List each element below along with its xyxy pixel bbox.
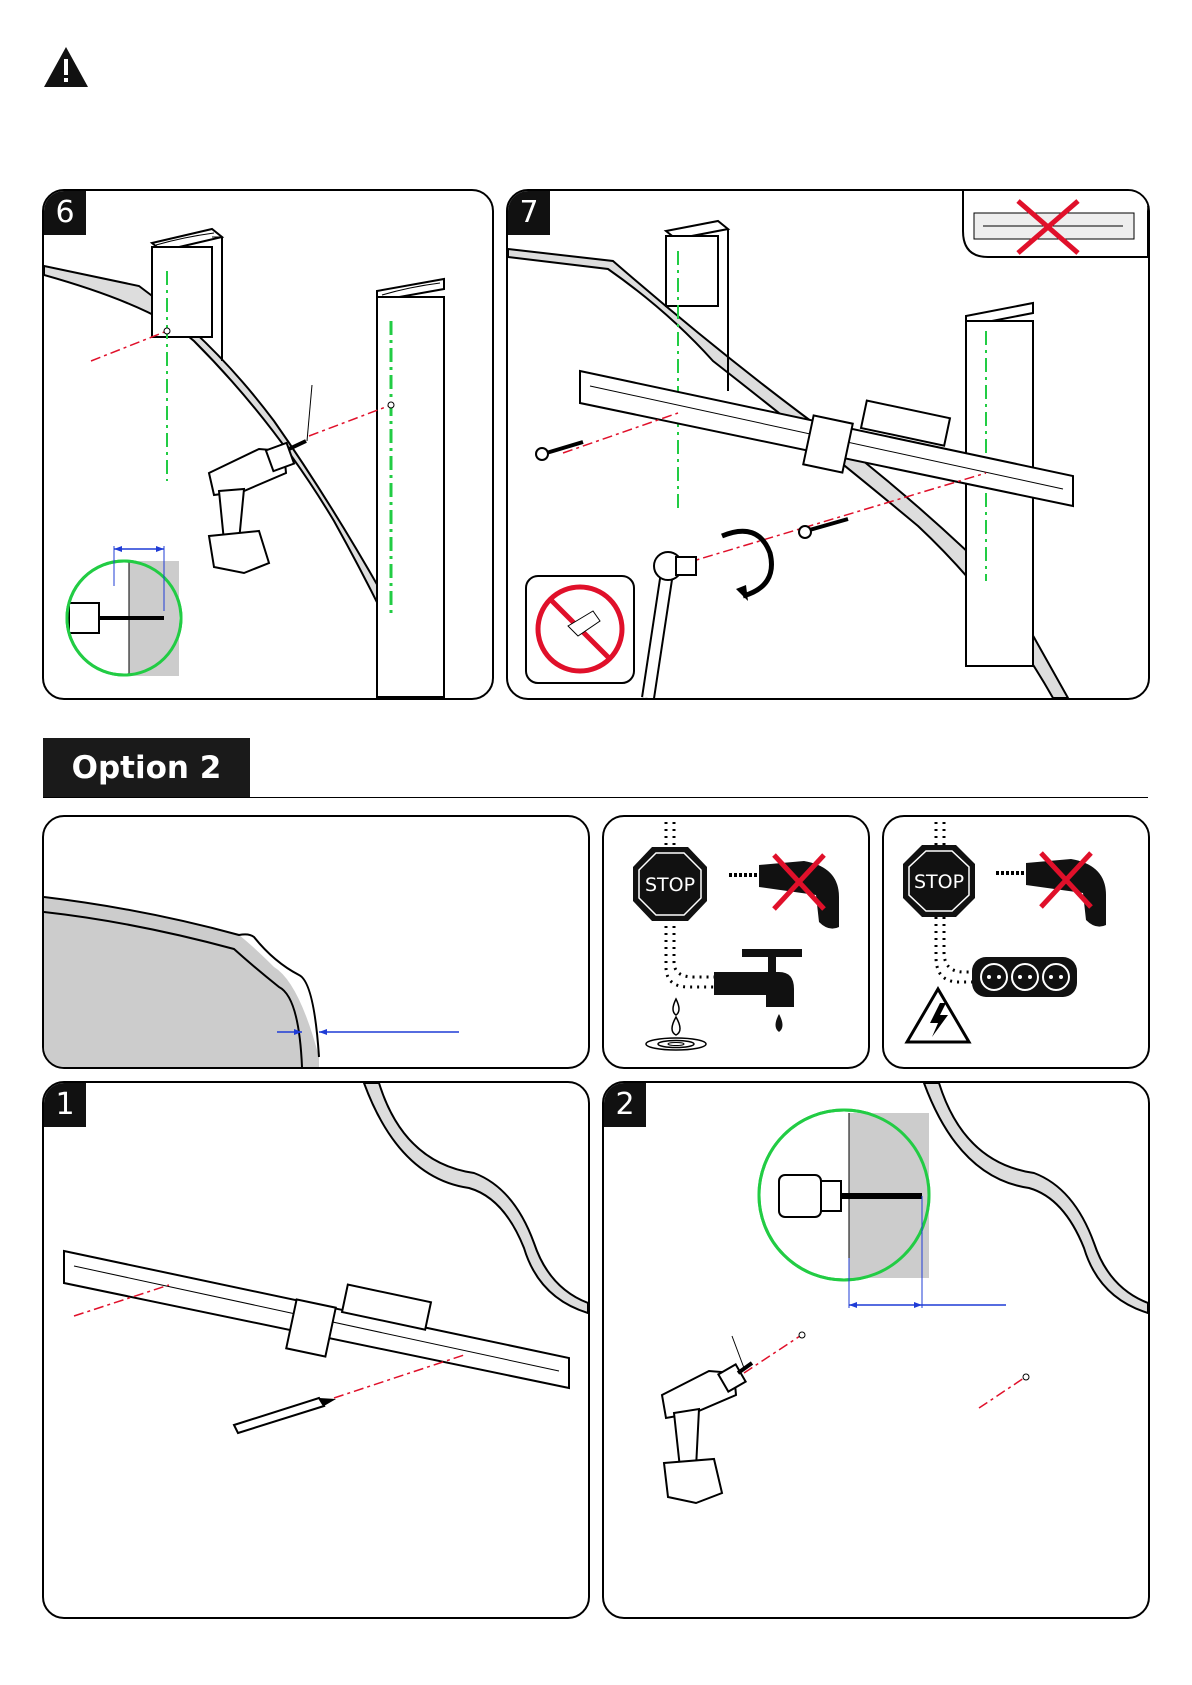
socket-wrench-icon (648, 552, 696, 698)
water-tap-icon (714, 949, 802, 1007)
high-voltage-icon (907, 989, 969, 1042)
option2-step-2-panel: 2 (602, 1081, 1150, 1619)
step-7-panel: 7 (506, 189, 1150, 700)
wood-stud-left (152, 229, 222, 361)
stop-sign-icon: STOP (903, 845, 975, 917)
drill-icon (662, 1336, 752, 1503)
step-6-illustration (44, 191, 492, 698)
water-pipe-warning-panel: STOP (602, 815, 870, 1069)
wall-thickness-panel (42, 815, 590, 1069)
electrical-wire-warning-panel: STOP (882, 815, 1150, 1069)
no-power-drill-icon (526, 576, 634, 683)
step-7-illustration (508, 191, 1148, 698)
wall-anchor-prohibited-inset (963, 191, 1148, 257)
power-outlet-icon (972, 957, 1077, 997)
stop-label: STOP (914, 871, 964, 893)
warning-triangle-icon (42, 45, 90, 89)
option2-step-2-illustration (604, 1083, 1148, 1617)
section-divider (43, 797, 1148, 798)
water-drop-icon (776, 1014, 783, 1032)
mounting-rail (64, 1251, 569, 1388)
drill-crossed-icon (729, 855, 839, 929)
drill-crossed-icon (996, 853, 1106, 927)
stop-sign-icon: STOP (633, 847, 707, 921)
water-warning-illustration: STOP (604, 817, 868, 1067)
wood-stud-right (377, 279, 444, 697)
option2-step-1-illustration (44, 1083, 588, 1617)
stop-label: STOP (645, 874, 695, 896)
electric-warning-illustration: STOP (884, 817, 1148, 1067)
pencil-icon (234, 1398, 336, 1433)
option-section-title: Option 2 (43, 738, 250, 798)
option2-step-1-panel: 1 (42, 1081, 590, 1619)
wall-thickness-illustration (44, 817, 588, 1067)
rotate-clockwise-icon (722, 531, 771, 596)
step-6-panel: 6 (42, 189, 494, 700)
zoom-detail-circle (759, 1110, 929, 1280)
